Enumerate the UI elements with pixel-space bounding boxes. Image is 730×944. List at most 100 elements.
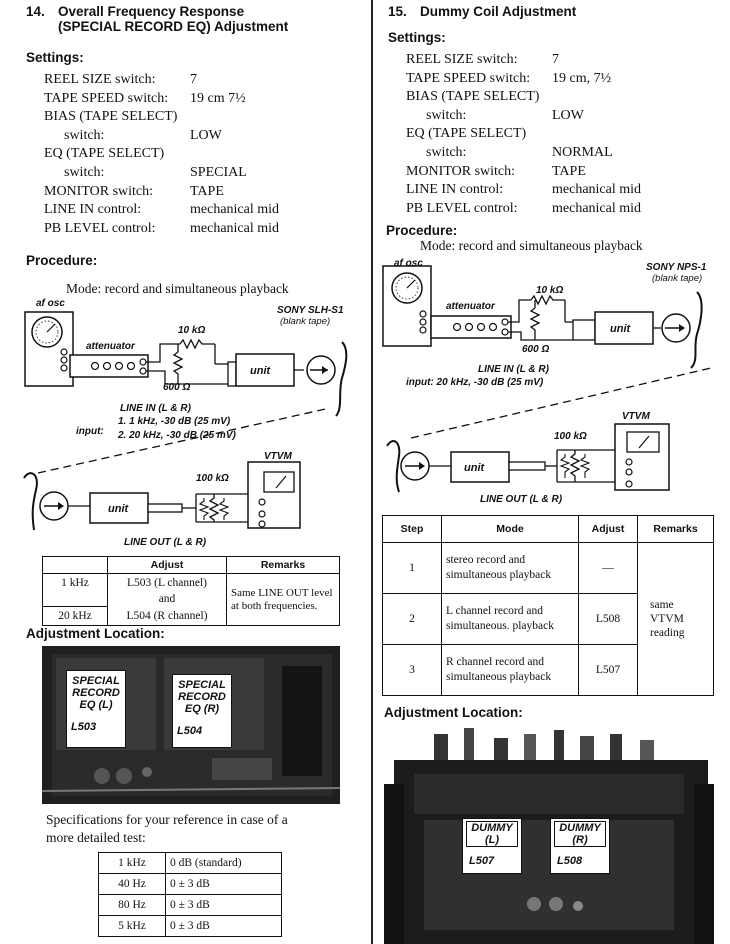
left-spec-text-1: Specifications for your reference in cas… [46,812,288,827]
left-setting-value-4: LOW [190,127,222,143]
right-photo-label-2: DUMMY (R) L508 [550,818,610,874]
left-photo-label-2-part: L504 [177,725,203,737]
right-setting-label-3: BIAS (TAPE SELECT) [406,89,540,105]
left-adjust-table-head-1: Adjust [107,556,227,574]
right-10k-label: 10 kΩ [536,285,564,296]
left-vtvm-box [247,461,301,529]
left-setting-label-5: EQ (TAPE SELECT) [44,146,165,162]
right-unit2-label: unit [464,462,485,474]
left-unit-box [235,353,295,387]
spec-freq-4: 5 kHz [98,915,166,937]
left-adjust-freq-and [42,592,108,607]
left-adjust-freq-2: 20 kHz [42,606,108,626]
left-photo-label-2: SPECIAL RECORD EQ (R) L504 [172,674,232,748]
left-vtvm-label: VTVM [264,451,292,462]
left-tape-head [306,355,336,385]
left-attenuator-box [69,354,149,378]
right-setting-label-9: PB LEVEL control: [406,200,518,216]
right-vtvm-box [614,423,670,491]
right-step-table: Step Mode Adjust Remarks 1 stereo record… [382,515,714,696]
step-1-number: 1 [382,542,442,594]
left-adjust-value-2: L504 (R channel) [107,606,227,626]
right-tape-head [661,313,691,343]
left-100k-label: 100 kΩ [196,473,229,484]
left-adjust-table: Adjust Remarks 1 kHz L503 (L channel) Sa… [42,556,340,626]
right-setting-label-7: MONITOR switch: [406,163,516,179]
left-heading-number: 14. [26,4,45,19]
left-line-out-label: LINE OUT (L & R) [124,537,207,548]
left-adjust-and: and [107,592,227,607]
spec-value-3: 0 ± 3 dB [165,894,282,916]
step-head-step: Step [382,515,442,543]
right-vtvm-label: VTVM [622,411,650,422]
left-setting-label-7: MONITOR switch: [44,183,154,199]
left-heading-line1: Overall Frequency Response [58,4,245,19]
step-3-mode: R channel record and simultaneous playba… [441,644,579,696]
right-100k-label: 100 kΩ [554,431,587,442]
right-photo-label-1-inner: DUMMY (L) [466,821,518,847]
left-unit-label: unit [250,365,271,377]
left-setting-value-7: TAPE [190,183,224,199]
right-photo-background [384,724,714,944]
left-setting-value-9: mechanical mid [190,220,280,236]
left-photo-label-1: SPECIAL RECORD EQ (L) L503 [66,670,126,748]
right-photo-label-1-part: L507 [469,855,495,867]
right-tape-note: (blank tape) [652,273,703,284]
right-procedure-title: Procedure: [386,223,458,238]
left-photo-label-1-part: L503 [71,721,97,733]
left-af-osc-label: af osc [36,298,65,309]
left-photo-label-1-line-2: RECORD [72,687,120,699]
left-adjust-freq-1: 1 kHz [42,573,108,592]
right-heading-line1: Dummy Coil Adjustment [420,4,577,19]
left-setting-value-8: mechanical mid [190,202,280,218]
right-adj-location-title: Adjustment Location: [384,705,523,720]
right-setting-label-6: switch: [426,145,467,160]
step-head-adjust: Adjust [578,515,638,543]
left-input-2: 2. 20 kHz, -30 dB (25 mV) [118,430,236,441]
step-head-mode: Mode [441,515,579,543]
column-divider [371,0,373,944]
left-photo-label-1-line-1: SPECIAL [72,675,120,687]
right-setting-value-8: mechanical mid [552,182,642,198]
right-setting-value-4: LOW [552,107,584,123]
left-settings-title: Settings: [26,50,84,65]
right-setting-value-1: 7 [552,52,559,67]
left-600-label: 600 Ω [163,382,191,393]
left-setting-label-6: switch: [64,165,105,180]
left-af-osc-box [24,311,74,387]
right-attenuator-label: attenuator [446,301,495,312]
left-input-1: 1. 1 kHz, -30 dB (25 mV) [118,416,231,427]
left-heading-line2: (SPECIAL RECORD EQ) Adjustment [58,19,289,34]
left-setting-value-6: SPECIAL [190,165,247,180]
right-tape-name: SONY NPS-1 [646,262,707,273]
left-photo-label-2-line-2: RECORD [178,691,226,703]
right-unit-label: unit [610,323,631,335]
spec-freq-3: 80 Hz [98,894,166,916]
left-unit2-box [89,492,149,524]
left-input-label: input: [76,426,104,437]
right-wiring-diagram [382,265,712,493]
left-adjust-remarks: Same LINE OUT level at both frequencies. [226,573,340,626]
left-setting-value-1: 7 [190,72,197,87]
right-photo-label-1-line-1: DUMMY [471,822,513,834]
left-unit2-label: unit [108,503,129,515]
right-af-osc-label: af osc [394,258,423,269]
right-unit-box [594,311,654,345]
left-adjust-table-head-0 [42,556,108,574]
left-setting-label-8: LINE IN control: [44,202,142,218]
right-setting-value-2: 19 cm, 7½ [552,70,612,86]
right-setting-value-6: NORMAL [552,145,613,160]
left-procedure-title: Procedure: [26,253,98,268]
step-2-number: 2 [382,593,442,645]
left-setting-label-4: switch: [64,127,105,143]
step-head-remarks: Remarks [637,515,714,543]
right-setting-label-4: switch: [426,107,467,123]
left-photo-label-2-line-1: SPECIAL [178,679,226,691]
step-1-mode: stereo record and simultaneous playback [441,542,579,594]
left-photo-label-2-line-3: EQ (R) [184,703,220,715]
right-600-label: 600 Ω [522,344,550,355]
left-adj-location-title: Adjustment Location: [26,626,165,641]
right-settings-title: Settings: [388,30,446,45]
right-photo-label-1-line-2: (L) [484,834,500,846]
